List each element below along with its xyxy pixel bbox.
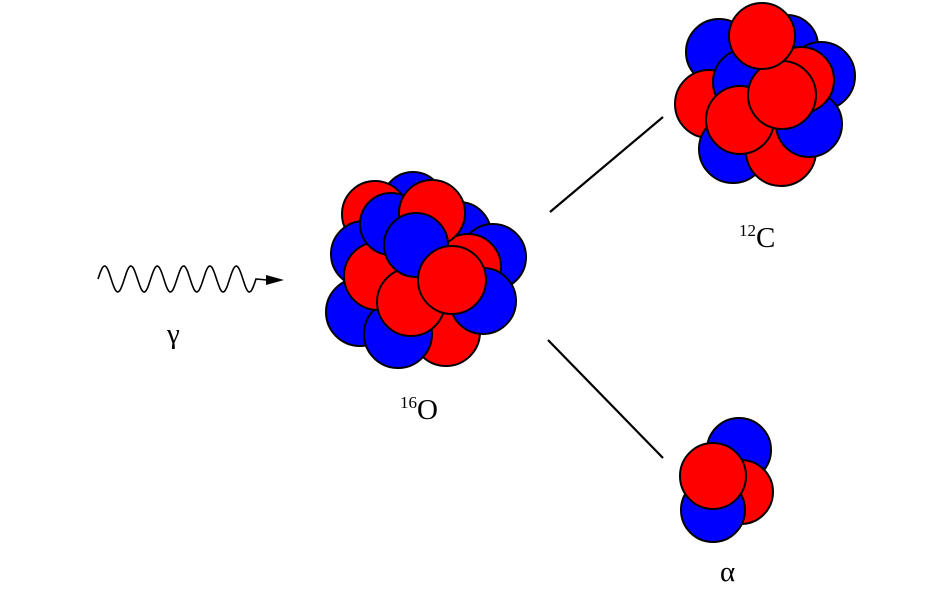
- gamma-label: γ: [167, 318, 180, 350]
- proton: [747, 60, 817, 130]
- element-symbol: O: [417, 394, 438, 426]
- carbon-12-label: 12C: [739, 221, 776, 254]
- proton: [728, 2, 796, 70]
- mass-number: 12: [739, 221, 756, 240]
- alpha-particle: [679, 417, 774, 543]
- element-symbol: C: [756, 222, 776, 254]
- mass-number: 16: [400, 393, 417, 412]
- oxygen-16-label: 16O: [400, 393, 438, 426]
- proton: [679, 442, 747, 510]
- arrowhead-icon: [266, 275, 284, 285]
- carbon-12-nucleus: [674, 2, 856, 187]
- decay-line-alpha: [547, 339, 664, 459]
- alpha-label: α: [720, 556, 736, 588]
- proton: [417, 245, 487, 315]
- wavy-arrow-icon: [97, 265, 268, 293]
- decay-line-carbon: [549, 116, 664, 213]
- gamma-photon: [97, 265, 284, 293]
- oxygen-16-nucleus: [325, 171, 527, 369]
